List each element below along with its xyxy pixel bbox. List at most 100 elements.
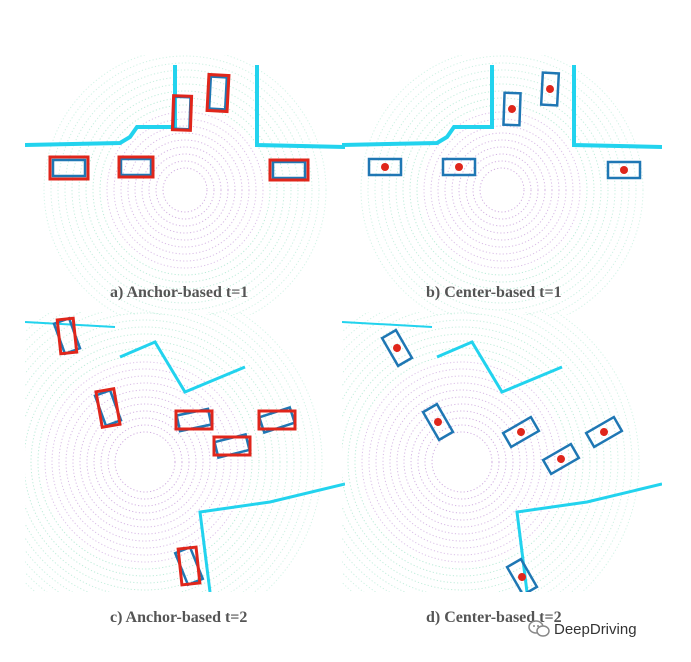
lidar-ring (148, 153, 222, 227)
lidar-ring (381, 69, 623, 311)
anchor-box (117, 155, 155, 179)
lidar-ring (396, 396, 528, 528)
lidar-ring (25, 312, 295, 592)
detection-2 (539, 71, 561, 107)
lidar-ring (361, 361, 563, 563)
center-point (393, 344, 401, 352)
detection-2 (205, 72, 231, 114)
anchor-box (268, 158, 310, 182)
wall-left (25, 65, 177, 147)
center-point (455, 163, 463, 171)
gt-box (606, 160, 642, 180)
detection-5 (257, 405, 297, 435)
lidar-ring (342, 319, 605, 592)
gt-box (367, 157, 403, 177)
detection-4 (441, 157, 477, 177)
lidar-ring (458, 146, 546, 234)
lidar-ring (162, 167, 208, 213)
lidar-ring (120, 125, 250, 255)
anchor-box (94, 386, 122, 430)
lidar-ring (395, 83, 609, 297)
lidar-ring (479, 167, 525, 213)
anchor-box (205, 72, 231, 114)
lidar-ring (50, 55, 320, 315)
lidar-ring (431, 431, 493, 493)
lidar-ring (64, 69, 306, 311)
lidar-ring (114, 431, 176, 493)
lidar-ring (43, 55, 327, 315)
lidar-ring (403, 403, 521, 521)
anchor-box (55, 316, 79, 356)
lidar-ring (51, 368, 239, 556)
gt-box (207, 75, 229, 111)
anchor-box (257, 409, 297, 431)
center-point (620, 166, 628, 174)
wall-edge (342, 321, 433, 328)
anchor-box (48, 155, 90, 181)
gt-box (51, 158, 87, 178)
lidar-ring (342, 340, 584, 584)
lidar-ring (57, 62, 313, 315)
lidar-ring (389, 389, 535, 535)
lidar-ring (444, 132, 560, 248)
lidar-ring (451, 139, 553, 241)
lidar-scan-center-t2 (342, 312, 662, 592)
center-point (517, 428, 525, 436)
gt-box (505, 557, 539, 592)
gt-box (271, 160, 307, 180)
lidar-ring (409, 97, 595, 283)
lidar-ring (410, 410, 514, 514)
lidar-rings (25, 312, 323, 592)
detection-3 (174, 407, 214, 433)
center-point (546, 85, 554, 93)
lidar-ring (430, 118, 574, 262)
center-point (557, 455, 565, 463)
caption-a: a) Anchor-based t=1 (110, 284, 249, 301)
detection-3 (367, 157, 403, 177)
detection-6 (173, 545, 205, 587)
lidar-ring (342, 312, 612, 592)
gt-box (584, 415, 624, 449)
lidar-ring (58, 375, 232, 549)
detection-2 (421, 402, 455, 442)
detection-4 (117, 155, 155, 179)
center-point (600, 428, 608, 436)
center-point (508, 105, 516, 113)
wall-top (119, 340, 246, 394)
panel-center-t1 (342, 55, 662, 315)
lidar-rings (360, 55, 644, 315)
panel-anchor-t1 (25, 55, 345, 315)
anchor-box (170, 94, 194, 132)
anchor-box (174, 409, 214, 431)
center-point (381, 163, 389, 171)
wall-left (342, 65, 494, 147)
center-point (518, 573, 526, 581)
lidar-ring (402, 90, 602, 290)
lidar-ring (25, 312, 316, 592)
wall-segments (342, 65, 662, 149)
lidar-ring (127, 132, 243, 248)
detection-4 (212, 432, 252, 460)
caption-c: c) Anchor-based t=2 (110, 609, 248, 626)
lidar-ring (375, 375, 549, 549)
detection-1 (170, 94, 194, 132)
detection-5 (268, 158, 310, 182)
lidar-rings (342, 312, 640, 592)
wall-bottom (515, 482, 662, 592)
chat-bubbles-icon (528, 620, 550, 637)
lidar-ring (367, 55, 637, 315)
detection-3 (48, 155, 90, 181)
lidar-scan-center-t1 (342, 55, 662, 315)
detection-5 (584, 415, 624, 449)
wall-top (436, 340, 563, 394)
lidar-scan-anchor-t2 (25, 312, 345, 592)
lidar-ring (155, 160, 215, 220)
detection-3 (501, 415, 541, 449)
caption-d: d) Center-based t=2 (426, 609, 562, 626)
lidar-ring (78, 83, 292, 297)
gt-box (380, 328, 414, 368)
lidar-rings (43, 55, 327, 315)
lidar-ring (25, 312, 302, 592)
gt-box (119, 157, 153, 177)
gt-box (421, 402, 455, 442)
